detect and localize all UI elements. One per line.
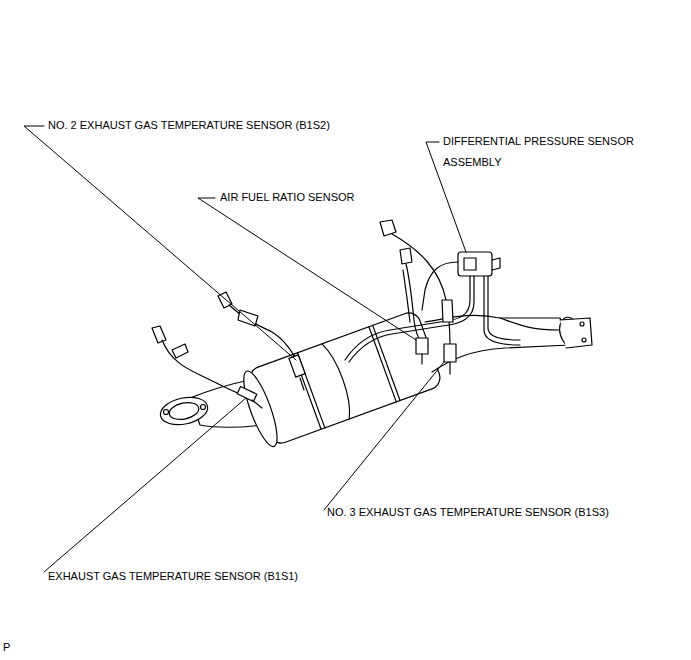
- part-label: NO. 2 EXHAUST GAS TEMPERATURE SENSOR (B1…: [48, 115, 330, 136]
- part-label: DIFFERENTIAL PRESSURE SENSOR ASSEMBLY: [443, 131, 658, 173]
- part-label: EXHAUST GAS TEMPERATURE SENSOR (B1S1): [48, 566, 298, 587]
- part-label: NO. 3 EXHAUST GAS TEMPERATURE SENSOR (B1…: [327, 502, 609, 523]
- part-label: P: [3, 637, 10, 658]
- part-label: AIR FUEL RATIO SENSOR: [220, 187, 354, 208]
